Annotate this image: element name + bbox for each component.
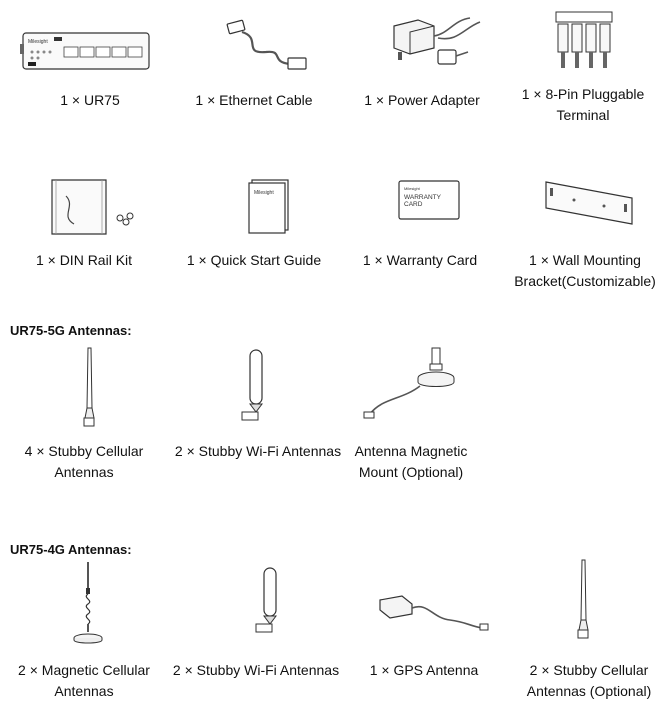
ethernet-cable-icon [222, 18, 318, 74]
stubby-cellular-antenna-icon [568, 558, 598, 642]
section-heading-4g: UR75-4G Antennas: [10, 542, 132, 557]
magnetic-cellular-antenna-icon [68, 560, 108, 646]
item-label-4g-magnetic-cellular: 2 × Magnetic Cellular Antennas [18, 662, 150, 699]
terminal-block-icon [554, 8, 614, 76]
item-label-4g-stubby-wifi: 2 × Stubby Wi-Fi Antennas [172, 662, 340, 678]
gps-antenna-icon [376, 592, 494, 632]
item-label-din-rail: 1 × DIN Rail Kit [35, 252, 133, 268]
item-label-wall-bracket: 1 × Wall Mounting Bracket(Customizable) [514, 252, 656, 289]
guide-brand-text: Milesight [254, 190, 274, 196]
din-rail-kit-icon [46, 176, 142, 238]
item-label-5g-magnetic-mount: Antenna Magnetic Mount (Optional) [354, 443, 468, 480]
item-label-5g-stubby-cellular: 4 × Stubby Cellular Antennas [24, 443, 144, 480]
warranty-card-icon: Milesight WARRANTY CARD [398, 180, 460, 220]
item-label-terminal: 1 × 8-Pin Pluggable Terminal [521, 86, 645, 123]
item-label-quick-start-guide: 1 × Quick Start Guide [186, 252, 322, 268]
item-label-warranty-card: 1 × Warranty Card [362, 252, 478, 268]
stubby-cellular-antenna-icon [74, 346, 104, 430]
svg-text:CARD: CARD [404, 201, 423, 208]
guide-booklet-icon: Milesight [246, 178, 292, 234]
warranty-card-text: WARRANTY [404, 194, 442, 201]
power-adapter-icon [388, 14, 484, 74]
stubby-wifi-antenna-icon [236, 346, 272, 426]
item-label-4g-gps: 1 × GPS Antenna [369, 662, 479, 678]
item-label-ur75: 1 × UR75 [60, 92, 120, 108]
item-label-5g-stubby-wifi: 2 × Stubby Wi-Fi Antennas [174, 443, 342, 459]
svg-text:Milesight: Milesight [404, 186, 421, 191]
stubby-wifi-antenna-icon [250, 566, 286, 636]
item-label-ethernet-cable: 1 × Ethernet Cable [195, 92, 313, 108]
svg-text:Milesight: Milesight [28, 39, 48, 45]
magnetic-mount-icon [362, 344, 460, 428]
router-icon: Milesight [20, 30, 152, 72]
wall-bracket-icon [544, 180, 636, 226]
item-label-power-adapter: 1 × Power Adapter [364, 92, 480, 108]
item-label-4g-stubby-cellular: 2 × Stubby Cellular Antennas (Optional) [526, 662, 652, 699]
section-heading-5g: UR75-5G Antennas: [10, 323, 132, 338]
